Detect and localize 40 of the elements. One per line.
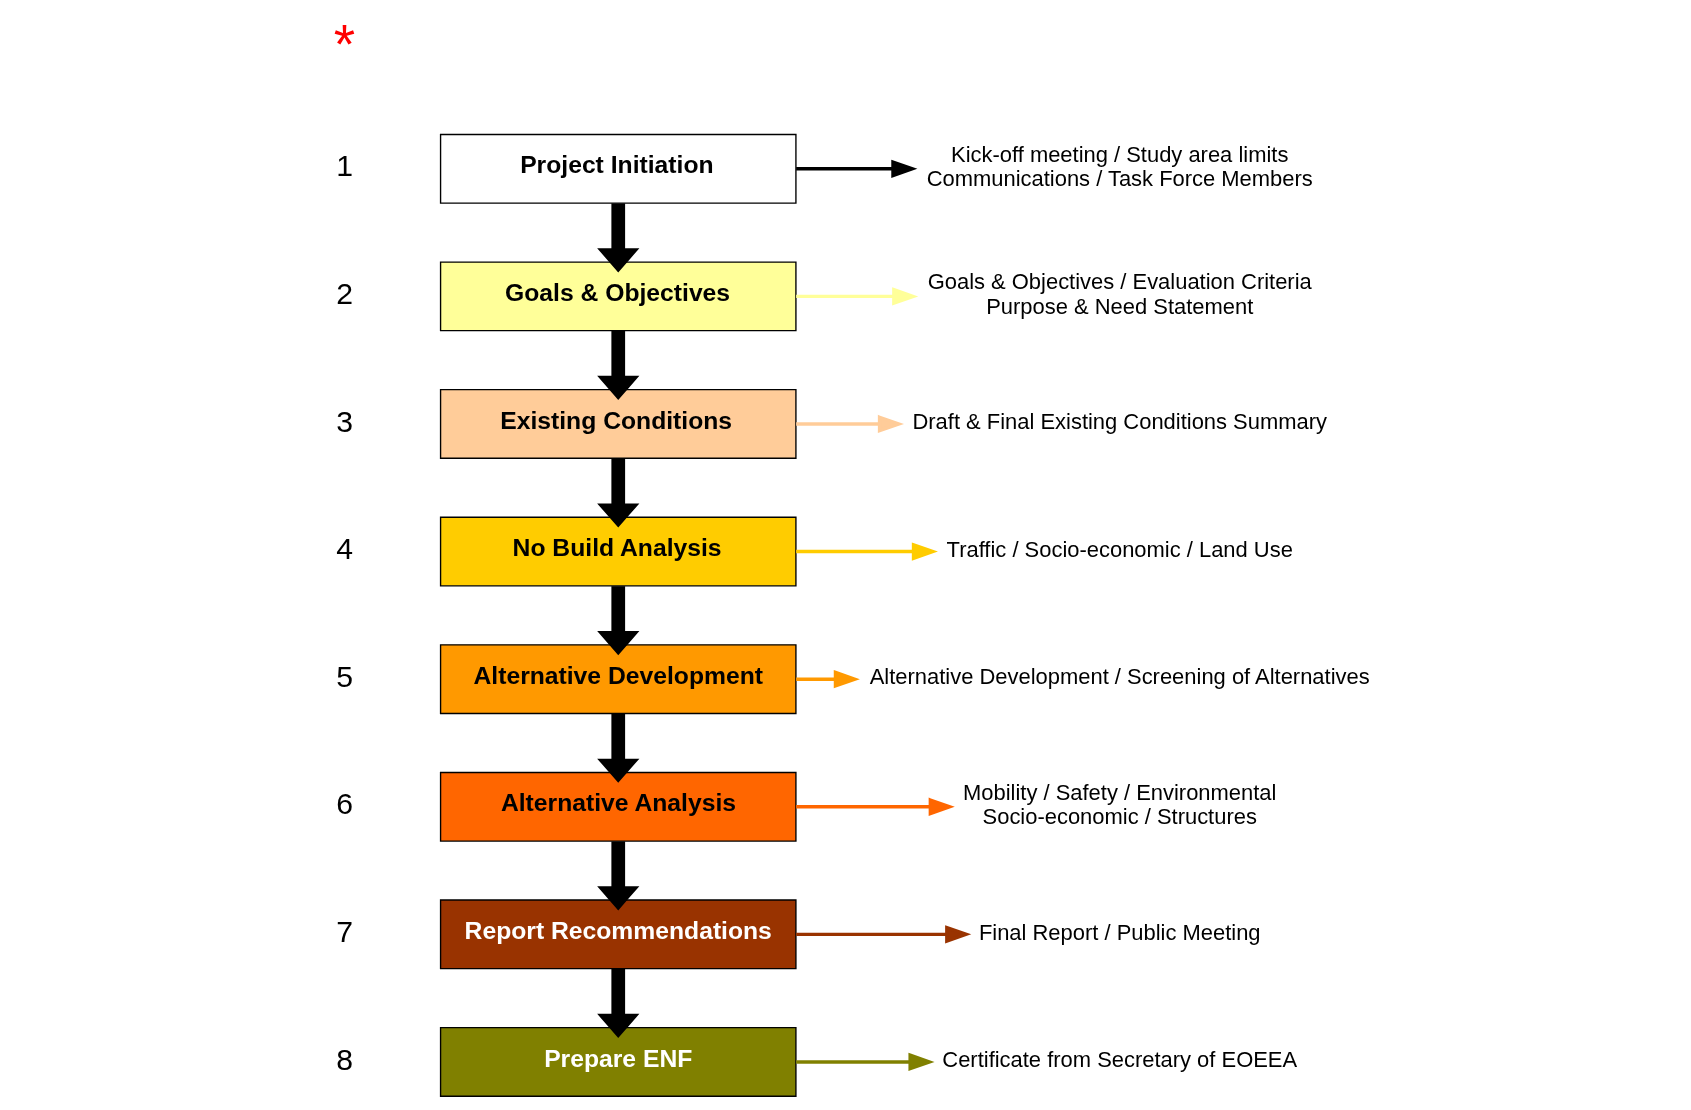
node-text: Final Report / Public Meeting (978, 919, 1261, 945)
node-label: 8 (335, 1042, 353, 1076)
arrow (795, 1052, 935, 1072)
node-box: Alternative Analysis (439, 771, 797, 842)
node-box: Prepare ENF (439, 1026, 797, 1097)
arrow (596, 713, 639, 783)
node-label: 3 (335, 404, 353, 438)
arrow (596, 330, 639, 400)
node-box: Goals & Objectives (439, 261, 797, 332)
node-box: Project Initiation (439, 133, 797, 204)
arrow (795, 414, 904, 434)
node-label: 2 (335, 277, 353, 311)
arrow (795, 670, 860, 689)
node-label: 1 (335, 149, 353, 183)
node-label: 5 (335, 659, 353, 693)
node-label: 4 (335, 532, 353, 566)
label: * (333, 13, 355, 76)
node-label: 6 (335, 787, 353, 821)
node-text: Goals & Objectives / Evaluation Criteria Purpose & Need Statement (927, 269, 1312, 319)
node-text: Traffic / Socio-economic / Land Use (946, 536, 1293, 562)
node-box: Alternative Development (439, 644, 797, 715)
node-box: No Build Analysis (439, 516, 797, 587)
arrow (596, 841, 639, 911)
node-text: Mobility / Safety / Environmental Socio-economic / Structures (962, 779, 1276, 830)
arrow (795, 925, 971, 944)
arrow (596, 586, 639, 656)
arrow (795, 287, 918, 306)
arrow (795, 797, 955, 816)
arrow (596, 203, 639, 273)
node-box: Existing Conditions (439, 389, 797, 459)
arrow (596, 968, 639, 1038)
arrow (795, 159, 917, 178)
arrow (596, 458, 639, 528)
node-label: 7 (335, 915, 353, 949)
node-text: Draft & Final Existing Conditions Summary (911, 409, 1327, 435)
node-box: Report Recommendations (439, 899, 797, 970)
node-text: Kick-off meeting / Study area limits Communications / Task Force Members (926, 141, 1313, 192)
node-text: Certificate from Secretary of EOEEA (941, 1047, 1297, 1073)
arrow (795, 542, 938, 561)
node-text: Alternative Development / Screening of Alternatives (869, 664, 1370, 690)
